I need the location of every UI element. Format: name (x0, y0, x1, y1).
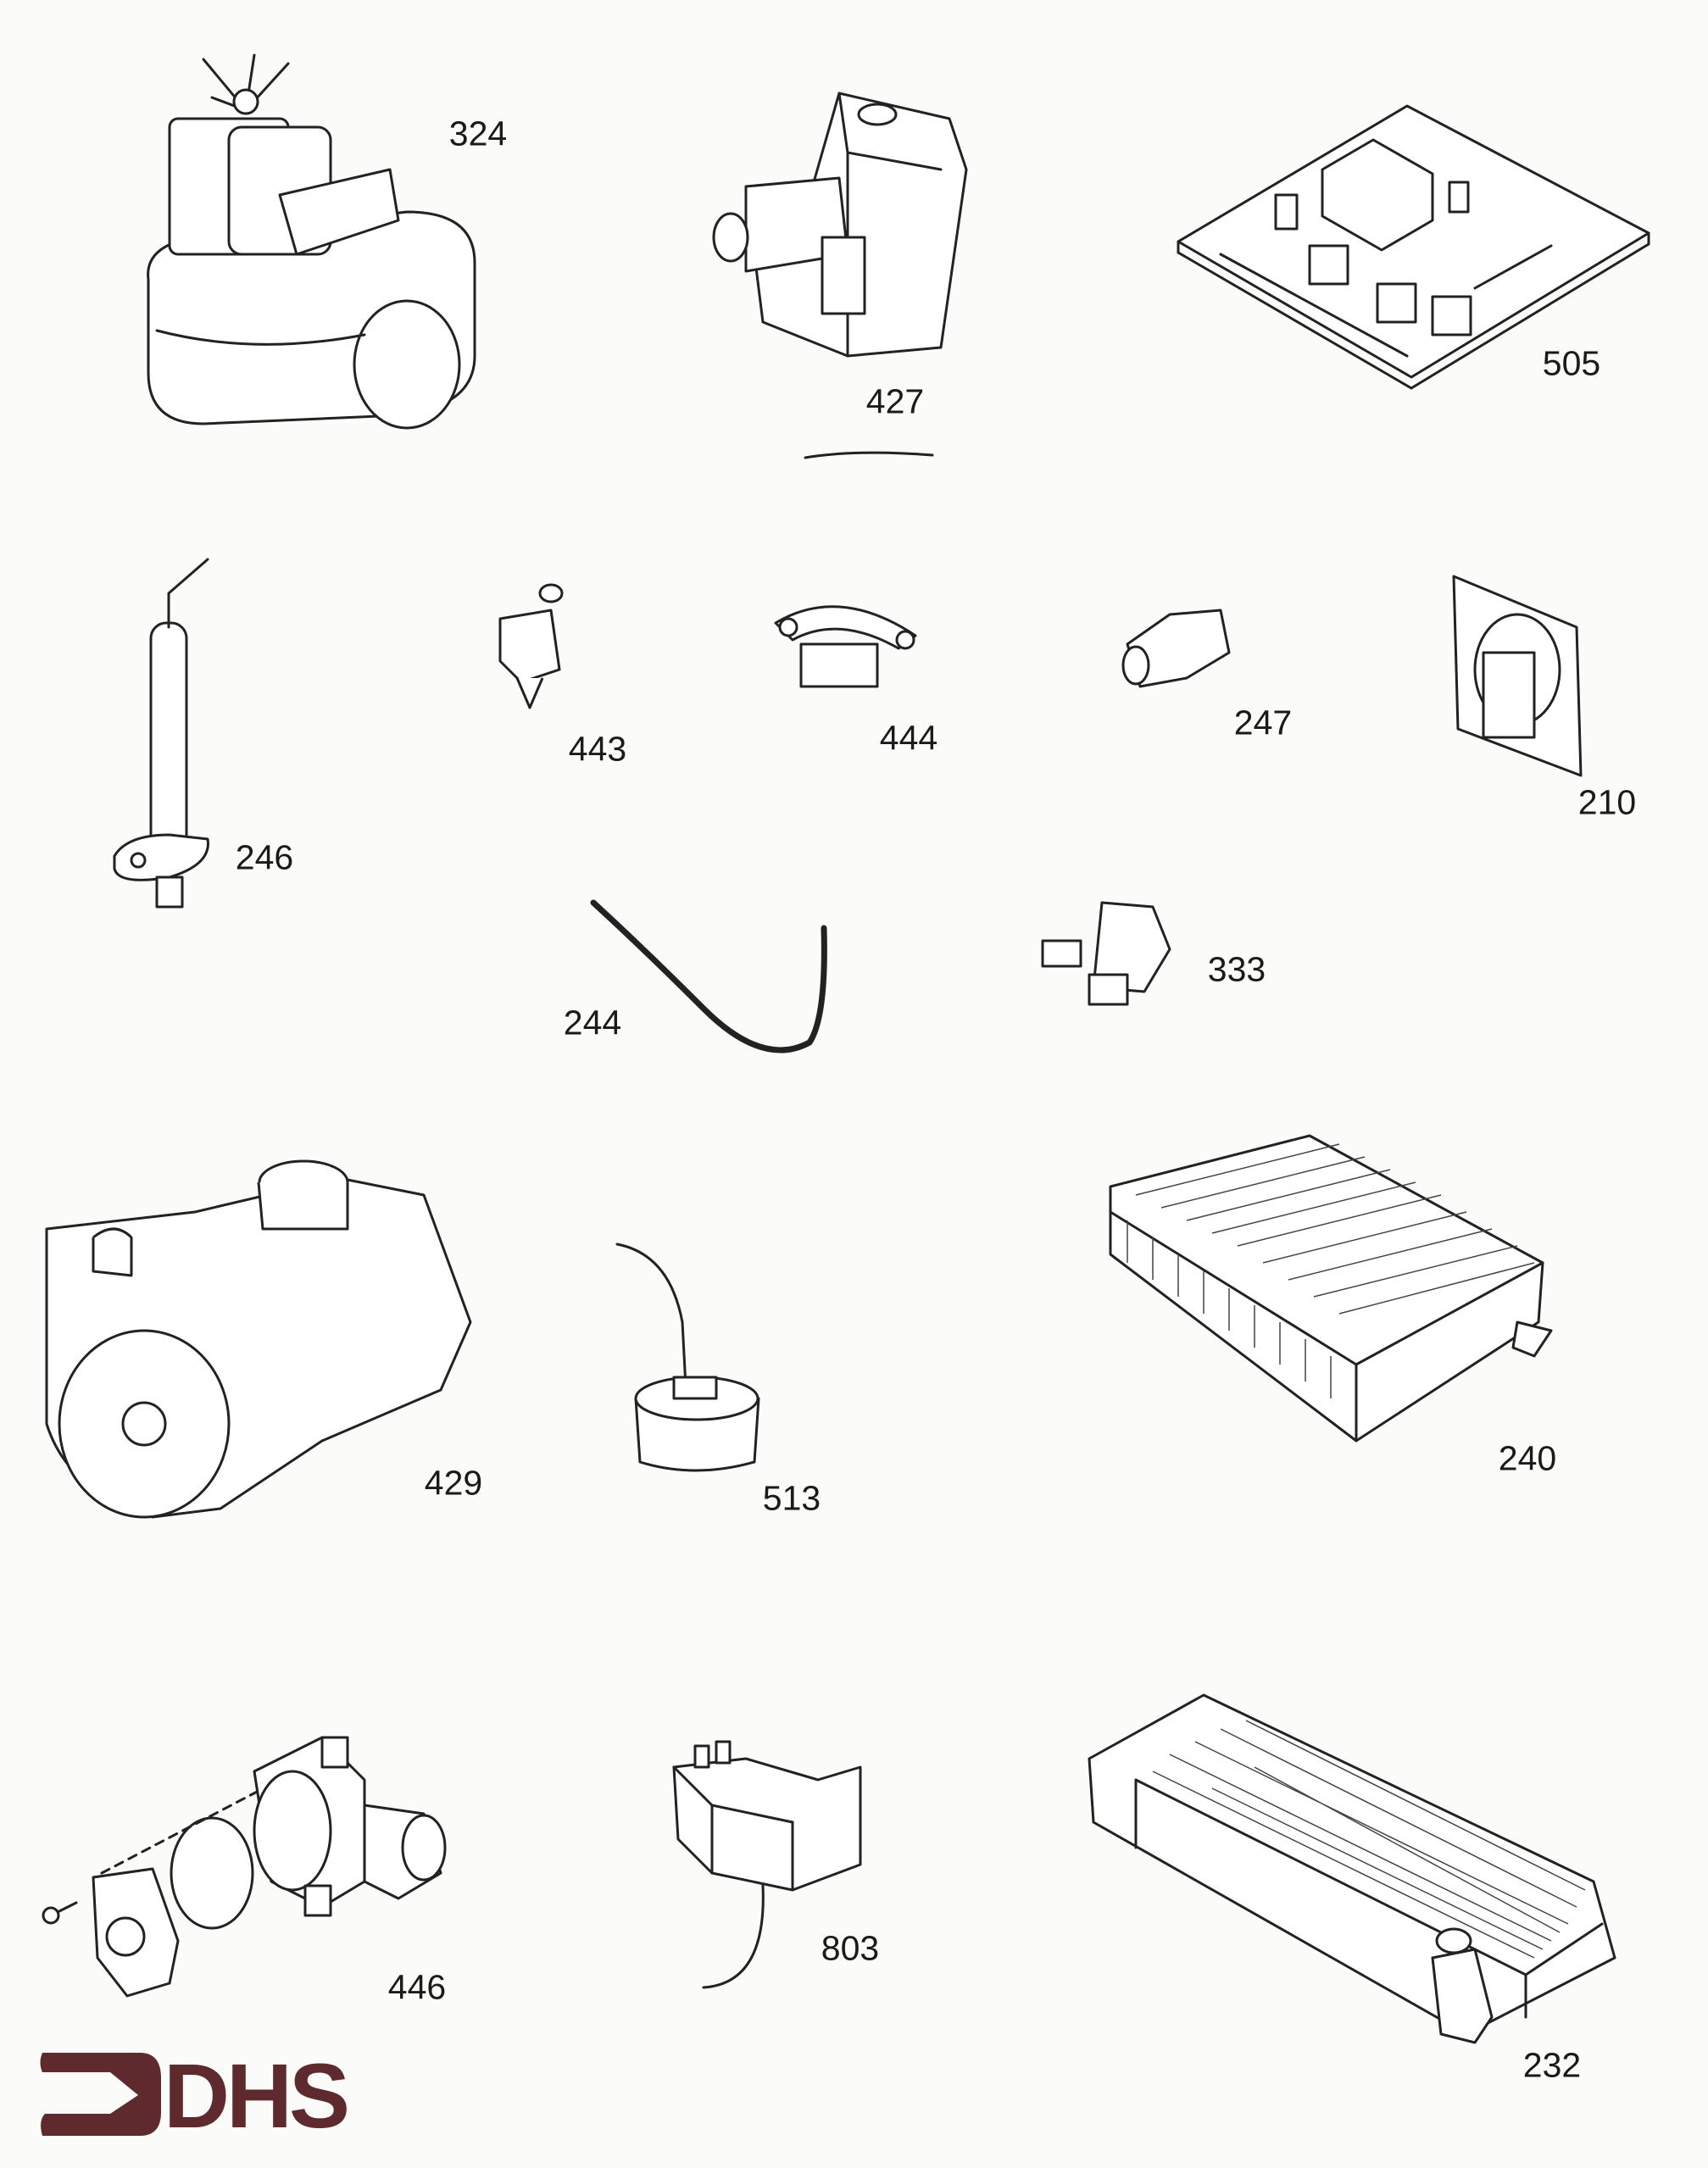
part-label-232: 232 (1522, 2045, 1582, 2085)
part-444-thermostat (774, 605, 917, 688)
part-513-sensor (615, 1242, 760, 1472)
part-427-gas-valve (712, 92, 968, 459)
part-240-burner (1109, 1134, 1553, 1443)
part-505-pcb (1177, 104, 1650, 390)
part-label-210: 210 (1577, 782, 1637, 822)
part-label-505: 505 (1542, 343, 1601, 383)
part-210-pressure-switch (1452, 575, 1583, 777)
part-label-324: 324 (448, 114, 508, 153)
part-244-lead (590, 899, 827, 1053)
part-324-fan (147, 53, 476, 430)
part-803-component (672, 1740, 862, 1989)
part-label-246: 246 (235, 837, 294, 877)
part-429-pump (45, 1159, 472, 1519)
part-label-429: 429 (424, 1463, 483, 1503)
part-247-nozzle (1121, 609, 1231, 688)
dhs-logo: DHS (38, 2046, 352, 2146)
part-label-446: 446 (387, 1967, 447, 2007)
part-333-overheat-stat (1041, 901, 1171, 1006)
part-label-444: 444 (879, 718, 938, 758)
part-446-diverter-kit (42, 1736, 447, 1998)
part-label-513: 513 (762, 1478, 821, 1518)
part-label-333: 333 (1207, 949, 1266, 989)
part-label-247: 247 (1233, 703, 1293, 742)
part-label-240: 240 (1498, 1438, 1557, 1478)
part-label-244: 244 (563, 1003, 622, 1042)
part-246-electrode (113, 558, 209, 909)
part-label-427: 427 (865, 381, 925, 421)
part-label-803: 803 (821, 1928, 880, 1968)
part-232-heat-exchanger (1088, 1693, 1616, 2044)
part-443-sensor (498, 583, 564, 709)
part-label-443: 443 (568, 729, 627, 769)
logo-text: DHS (164, 2044, 350, 2147)
arrow-logo-icon (40, 2053, 161, 2136)
